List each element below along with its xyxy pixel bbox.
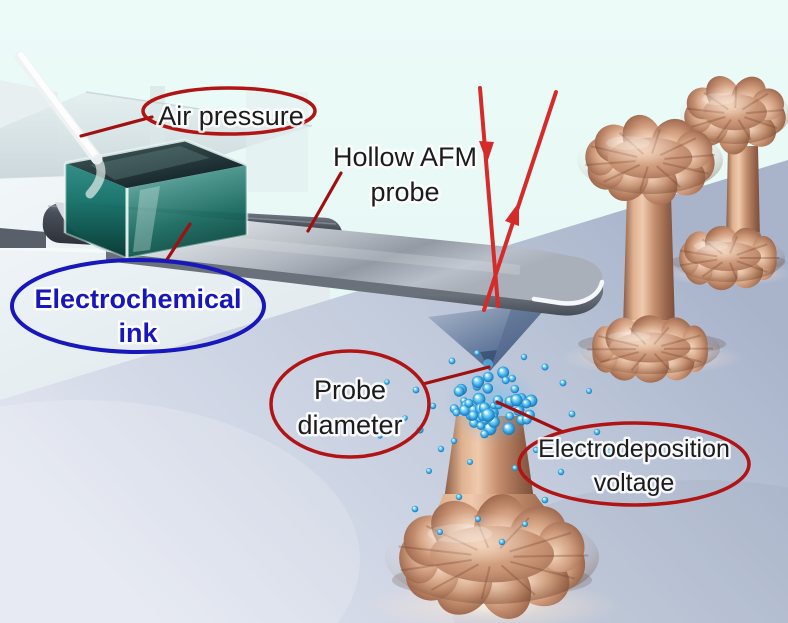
laser-reflected-beam xyxy=(482,90,558,312)
ion-particles xyxy=(377,350,613,546)
electrodeposition-voltage-oval xyxy=(517,421,751,507)
electrochemical-ink-label-line1: Electrochemical xyxy=(34,284,241,314)
electrodeposition-voltage-label-line1: Electrodeposition xyxy=(538,435,730,463)
electrodeposition-voltage-label-line2: voltage xyxy=(594,469,675,497)
laser-incident-arrowhead-icon xyxy=(479,141,494,163)
callout-line-ink xyxy=(164,222,192,263)
electrochemical-ink-oval xyxy=(10,258,266,354)
laser-beams xyxy=(478,86,558,312)
electrochemical-ink-label-line2: ink xyxy=(118,318,158,348)
callout-line-air-pressure xyxy=(79,115,154,138)
hollow-afm-probe-label-line2: probe xyxy=(370,177,439,207)
laser-incident-beam xyxy=(478,86,500,308)
air-pressure-oval xyxy=(141,86,317,136)
printed-pillar-right xyxy=(577,114,723,383)
printed-pillar-back xyxy=(671,75,788,291)
probe-diameter-label-line2: diameter xyxy=(297,410,402,440)
annotations: Air pressure Hollow AFM probe Electroche… xyxy=(10,86,751,507)
air-pressure-label: Air pressure xyxy=(158,101,304,131)
callout-line-probe xyxy=(306,171,343,233)
callout-lines xyxy=(79,115,565,434)
laser-reflected-arrowhead-icon xyxy=(505,202,519,226)
hollow-afm-probe-label-line1: Hollow AFM xyxy=(333,142,477,172)
ink-reservoir xyxy=(63,138,249,260)
callout-line-probe-diameter xyxy=(421,365,491,386)
probe-diameter-label-line1: Probe xyxy=(314,375,386,405)
air-tube xyxy=(14,51,106,199)
callout-line-voltage xyxy=(495,400,565,434)
probe-diameter-oval xyxy=(269,349,431,459)
